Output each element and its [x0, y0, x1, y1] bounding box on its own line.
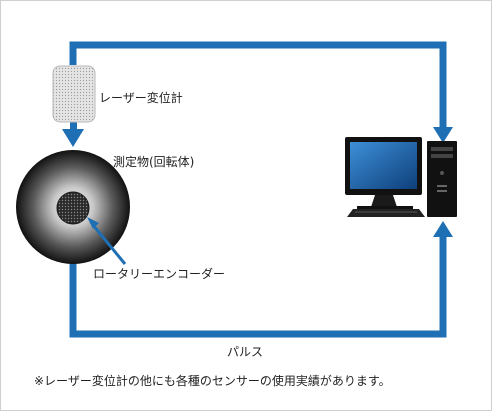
label-laser-displacement-sensor: レーザー変位計 [99, 91, 183, 105]
label-pulse: パルス [227, 345, 264, 359]
arrow-up-to-computer [433, 221, 453, 237]
rotary-encoder-icon [56, 191, 90, 225]
label-rotary-encoder: ロータリーエンコーダー [93, 267, 226, 281]
label-measurement-object: 測定物(回転体) [113, 155, 195, 169]
desktop-computer-icon [345, 137, 457, 217]
pulse-line-bottom [69, 221, 453, 338]
encoder-pointer-line [87, 217, 127, 265]
signal-line-top [69, 41, 453, 143]
laser-displacement-sensor-icon [52, 65, 96, 123]
arrow-down-to-computer [433, 127, 453, 143]
sensor-to-object-arrow [62, 119, 84, 147]
footnote: ※レーザー変位計の他にも各種のセンサーの使用実績があります。 [34, 374, 391, 388]
